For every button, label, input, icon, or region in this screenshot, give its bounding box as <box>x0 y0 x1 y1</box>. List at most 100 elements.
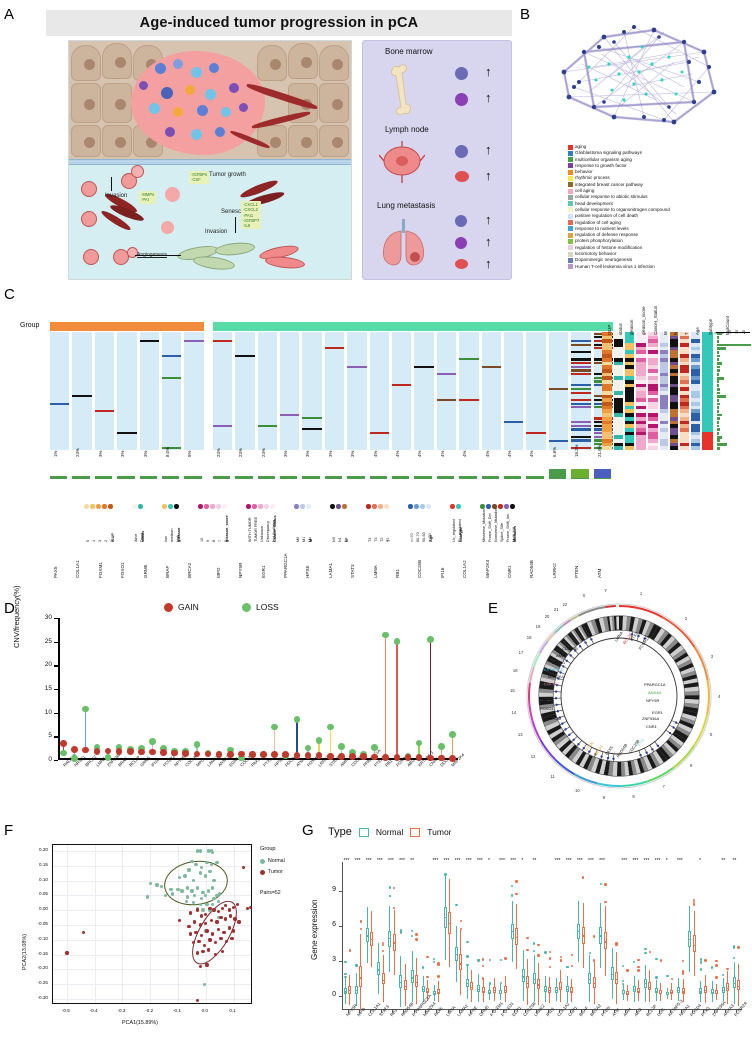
annotation-cell <box>691 361 700 366</box>
pathway-color-swatch <box>568 251 573 257</box>
boxplot-outlier <box>481 958 485 961</box>
oncoprint-percent-label: 4% <box>484 450 490 457</box>
panel-d-letter: D <box>4 600 15 617</box>
circos-cytoband <box>581 624 590 638</box>
annotation-cell <box>660 446 668 450</box>
legend-group-title: Subtype <box>459 527 463 542</box>
mutcount-bar <box>717 413 723 417</box>
legend-item-label: 8 <box>211 539 216 542</box>
legend-group-title: status <box>141 530 145 542</box>
pca-point <box>195 998 200 1003</box>
cnv-gain-point <box>371 753 378 761</box>
cnv-y-tick-mark <box>54 689 58 691</box>
annotation-cell <box>670 354 678 358</box>
annotation-cell <box>680 394 689 399</box>
annotation-cell <box>636 354 646 358</box>
circos-gene-marker <box>559 671 562 674</box>
annotation-cell <box>660 354 668 358</box>
circos-cytoband <box>612 761 618 776</box>
oncoprint-mutation-cell <box>436 398 457 401</box>
boxplot-outlier <box>515 892 518 895</box>
oncoprint-freq-bar <box>526 476 544 479</box>
circos-cytoband <box>670 645 684 658</box>
pathway-color-swatch <box>568 207 573 213</box>
cnv-gain-point <box>193 750 201 758</box>
circos-gene-marker <box>579 645 582 648</box>
circos-cytoband <box>679 719 694 729</box>
cnv-gain-point <box>171 749 178 757</box>
oncoprint-column <box>257 332 277 450</box>
legend-color-dot <box>336 504 341 509</box>
metastasis-sites-box: Bone marrow ↑ ↑ Lymph node ↑ ↑ Lung meta… <box>362 40 512 280</box>
oncoprint-percent-label: 3% <box>305 450 311 457</box>
loss-legend-dot <box>242 602 251 612</box>
annotation-cell <box>614 365 623 369</box>
circos-cytoband <box>546 724 562 735</box>
boxplot-median <box>377 969 381 971</box>
boxplot-outlier <box>548 957 551 960</box>
annotation-cell <box>602 424 612 428</box>
circos-chromosome-arc <box>528 682 531 702</box>
boxplot-outlier <box>588 951 591 955</box>
boxplot-x-tick-mark <box>558 1010 560 1013</box>
annotation-cell <box>625 405 634 410</box>
pathway-color-swatch <box>568 144 573 150</box>
oncoprint-gene-label: MAP2K4 <box>484 559 490 578</box>
legend-color-dot <box>492 504 497 509</box>
annotation-cell <box>648 409 658 414</box>
boxplot-median <box>559 986 563 988</box>
annotation-cell <box>702 424 713 428</box>
oncoprint-mutation-cell <box>117 432 137 435</box>
annotation-cell <box>625 361 634 366</box>
panel-a-title-bar: Age-induced tumor progression in pCA <box>46 10 512 36</box>
cnv-loss-point <box>160 745 167 752</box>
boxplot-median <box>388 937 392 940</box>
annotation-cell <box>670 343 678 347</box>
annotation-cell <box>614 354 623 358</box>
oncoprint-mutation-cell <box>571 343 591 346</box>
pca-point <box>206 849 211 853</box>
oncoprint-mutation-cell <box>302 428 322 431</box>
annotation-cell <box>614 372 623 377</box>
oncoprint-mutation-cell <box>571 391 591 394</box>
boxplot-box <box>477 984 481 992</box>
annotation-cell <box>648 383 658 388</box>
pca-point <box>191 901 195 905</box>
circos-plot <box>526 603 712 789</box>
annotation-cell <box>702 409 713 414</box>
circos-cytoband <box>579 753 590 768</box>
annotation-cell <box>670 391 678 395</box>
pathway-color-swatch <box>568 213 573 219</box>
circos-cytoband <box>682 674 697 682</box>
boxplot-outlier <box>355 964 358 968</box>
boxplot-outlier <box>533 942 536 945</box>
boxplot-outlier <box>633 960 636 964</box>
annotation-cell <box>680 339 689 344</box>
significance-star: * <box>521 858 524 864</box>
annotation-cell <box>691 332 700 336</box>
oncoprint-gene-label: NPY5R <box>238 562 244 578</box>
oncoprint-gene-label: IFI16 <box>439 567 445 578</box>
annotation-cell <box>660 409 668 414</box>
annotation-cell <box>602 383 612 388</box>
pca-point <box>186 895 190 899</box>
oncoprint-mutation-cell <box>548 439 569 442</box>
boxplot-median <box>543 989 547 991</box>
pca-point <box>245 907 250 911</box>
oncoprint-freq-bar <box>414 476 432 479</box>
significance-star: *** <box>499 858 505 864</box>
pathway-color-swatch <box>568 264 573 270</box>
pca-point <box>197 939 201 943</box>
legend-color-dot <box>426 504 431 509</box>
boxplot-box <box>410 970 414 984</box>
annotation-column-label: Subtype <box>708 318 713 335</box>
annotation-cell <box>636 446 646 450</box>
legend-color-dot <box>480 504 485 509</box>
circos-chromosome-arc <box>573 773 598 785</box>
boxplot-x-tick-mark <box>536 1010 538 1013</box>
boxplot-outlier <box>681 959 685 963</box>
pathway-legend-item: Glioblastoma signaling pathways <box>568 150 752 156</box>
circos-cytoband <box>539 700 554 706</box>
pathway-legend-label: Glioblastoma signaling pathways <box>575 150 642 156</box>
pathway-legend-label: protein phosphorylation <box>575 238 623 244</box>
